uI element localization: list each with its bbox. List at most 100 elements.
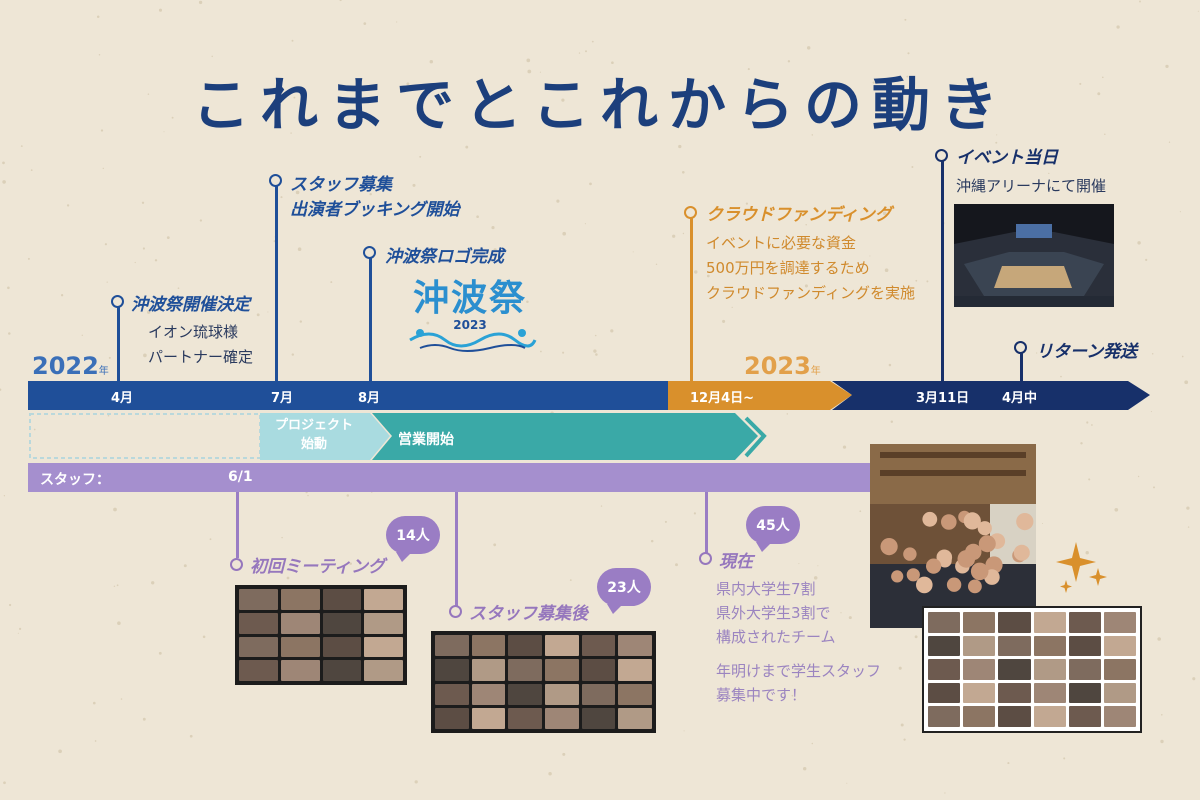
video-tile [280, 589, 320, 610]
video-tile [364, 612, 403, 634]
video-tile [1068, 706, 1101, 727]
video-tile [998, 659, 1031, 680]
event-line [1020, 350, 1023, 382]
now-note-line: 募集中です！ [716, 686, 807, 704]
person-face [977, 521, 992, 536]
staff-event-line [705, 492, 708, 557]
person-face [941, 514, 957, 530]
staff-event-line [455, 492, 458, 606]
video-tile [280, 636, 320, 658]
now-note-line: 年明けまで学生スタッフ [716, 662, 882, 680]
person-face [936, 549, 953, 566]
person-face [985, 556, 1003, 574]
video-tile [998, 706, 1031, 727]
video-tile [471, 659, 506, 681]
video-tile [1033, 682, 1066, 704]
video-tile [1033, 706, 1066, 727]
event-return-title: リターン発送 [1036, 342, 1138, 362]
video-tile [322, 589, 362, 610]
after-recruit-photo [431, 631, 656, 733]
video-tile [508, 683, 542, 705]
video-tile [545, 635, 579, 657]
staff-bar [28, 463, 870, 492]
event-decision-title: 沖波祭開催決定 [131, 295, 250, 315]
month-label: 4月中 [1002, 391, 1038, 406]
video-tile [998, 682, 1031, 704]
video-tile [581, 683, 616, 705]
video-tile [364, 660, 403, 681]
video-tile [1103, 659, 1136, 680]
video-tile [963, 682, 996, 704]
wave-decoration-icon [409, 329, 537, 352]
first-meeting-count: 14人 [386, 516, 440, 562]
person-face [906, 568, 920, 582]
phase-sales-start-label: 営業開始 [398, 432, 454, 448]
event-day-title: イベント当日 [956, 148, 1058, 168]
video-tile [963, 612, 996, 633]
video-tile [1103, 706, 1136, 727]
person-face [903, 547, 917, 561]
month-label: 7月 [271, 391, 294, 406]
video-tile [618, 659, 652, 681]
staff-event-dot [699, 552, 712, 565]
year-2023-text: 2023 [744, 352, 811, 380]
year-label-2022: 2022年 [32, 352, 109, 380]
video-tile [364, 636, 403, 658]
arena-image [954, 204, 1114, 307]
video-tile [581, 707, 616, 729]
person-face [957, 550, 976, 568]
video-tile [1068, 635, 1101, 657]
video-tile [618, 683, 652, 705]
event-line [117, 302, 120, 382]
event-crowdfunding-line: 500万円を調達するため [706, 259, 870, 277]
year-2022-text: 2022 [32, 352, 99, 380]
event-dot [269, 174, 282, 187]
staff-start-date: 6/1 [228, 469, 253, 485]
video-tile [239, 589, 278, 610]
video-tile [581, 635, 616, 657]
video-tile [1033, 612, 1066, 633]
phase-project-start [260, 413, 390, 460]
month-label: 4月 [111, 391, 134, 406]
video-tile [963, 659, 996, 680]
video-tile [280, 660, 320, 681]
video-tile [928, 635, 961, 657]
now-line: 県外大学生3割で [716, 604, 831, 622]
video-tile [545, 683, 579, 705]
event-line [690, 215, 693, 382]
person-face [1016, 513, 1034, 531]
month-label: 3月11日 [916, 391, 970, 406]
video-tile [928, 682, 961, 704]
event-staff-recruit-title: 出演者ブッキング開始 [290, 200, 460, 220]
event-day-line: 沖縄アリーナにて開催 [956, 177, 1107, 195]
video-tile [322, 636, 362, 658]
timeline-2022-bar [28, 381, 690, 410]
video-tile [618, 707, 652, 729]
month-label: 8月 [358, 391, 381, 406]
timeline-2023-bar [832, 381, 1150, 410]
person-face [926, 558, 942, 574]
staff-event-dot [449, 605, 462, 618]
event-staff-recruit-title: スタッフ募集 [290, 175, 392, 195]
video-tile [963, 706, 996, 727]
video-tile [1033, 635, 1066, 657]
person-face [891, 570, 904, 583]
video-tile [280, 612, 320, 634]
video-tile [322, 612, 362, 634]
video-tile [545, 659, 579, 681]
video-tile [471, 635, 506, 657]
video-tile [364, 589, 403, 610]
festival-logo: 沖波祭 2023 [400, 278, 540, 358]
video-tile [239, 612, 278, 634]
video-tile [508, 707, 542, 729]
staff-event-dot [230, 558, 243, 571]
video-tile [508, 635, 542, 657]
now-title: 現在 [719, 552, 753, 572]
month-label: 12月4日~ [690, 391, 755, 406]
first-meeting-title: 初回ミーティング [250, 557, 385, 577]
video-tile [998, 635, 1031, 657]
event-line [369, 254, 372, 382]
video-tile [618, 635, 652, 657]
video-tile [435, 683, 469, 705]
